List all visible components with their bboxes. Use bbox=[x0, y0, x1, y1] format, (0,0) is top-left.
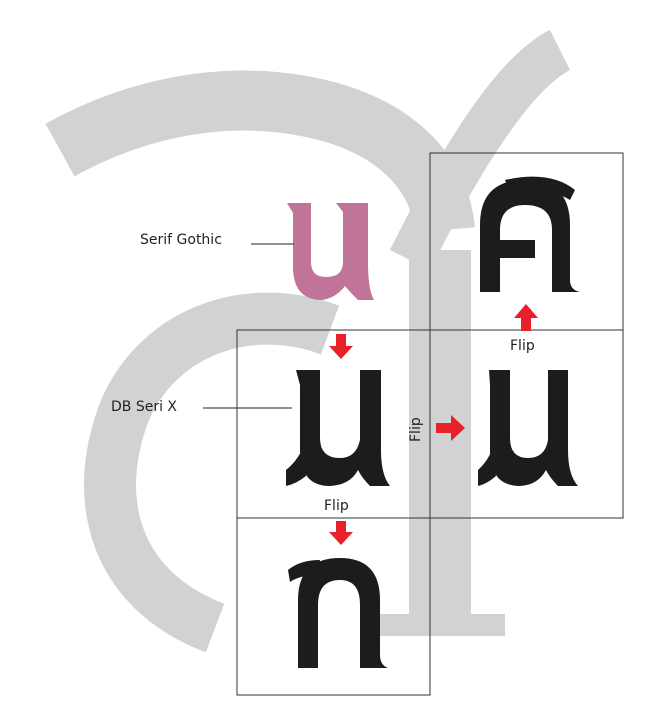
flip-label-vertical: Flip bbox=[408, 417, 424, 442]
flipped-bottom-glyph bbox=[288, 558, 388, 668]
arrow-down-icon bbox=[329, 334, 353, 359]
flipped-top-glyph bbox=[480, 176, 580, 292]
db-seri-x-glyph bbox=[286, 370, 390, 486]
serif-gothic-glyph bbox=[287, 203, 374, 300]
leader-lines bbox=[203, 243, 294, 409]
serif-gothic-label: Serif Gothic bbox=[140, 232, 222, 248]
arrows bbox=[329, 304, 538, 545]
box-middle-left bbox=[236, 329, 431, 519]
flip-label-middle: Flip bbox=[324, 498, 349, 514]
arrow-up-icon bbox=[514, 304, 538, 331]
arrow-down-bottom-icon bbox=[329, 521, 353, 545]
db-seri-x-label: DB Seri X bbox=[111, 399, 177, 415]
arrow-right-icon bbox=[436, 415, 465, 441]
flip-label-right: Flip bbox=[510, 338, 535, 354]
box-bottom-left bbox=[236, 517, 431, 696]
background-glyph-shape bbox=[45, 29, 571, 653]
flipped-right-glyph bbox=[478, 370, 578, 486]
